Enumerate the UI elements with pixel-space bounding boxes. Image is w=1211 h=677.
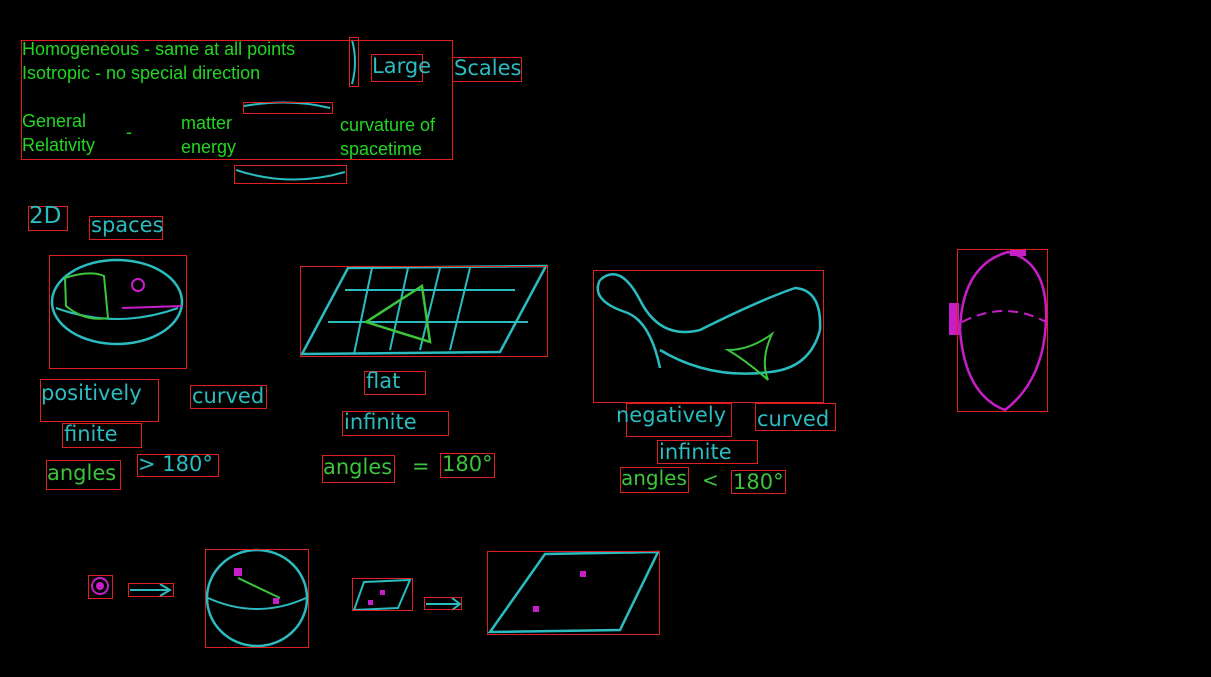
angles-label-3: angles <box>621 466 687 490</box>
curved-label-1: curved <box>192 384 265 408</box>
selection-box-sphere[interactable] <box>49 255 187 369</box>
selection-box-magenta[interactable] <box>957 249 1048 412</box>
flat-label: flat <box>366 369 401 393</box>
selection-box-bottom-arrow-2[interactable] <box>424 597 462 610</box>
angles-label-1: angles <box>47 461 117 485</box>
selection-box-plane[interactable] <box>300 266 548 357</box>
header-bracket-stroke <box>351 39 356 85</box>
negatively-label: negatively <box>616 403 727 427</box>
selection-box-lt180[interactable] <box>731 470 786 494</box>
selection-box-curved-2[interactable] <box>755 403 836 431</box>
selection-box-angles-1[interactable] <box>46 460 121 490</box>
magenta-ellipse-drawing <box>949 250 1048 412</box>
header-line-isotropic: Isotropic - no special direction <box>22 63 261 83</box>
selection-box-infinite-1[interactable] <box>342 411 449 436</box>
selection-box-bottom-large-plane[interactable] <box>487 551 660 635</box>
selection-box-gt180[interactable] <box>137 454 219 477</box>
selection-box-bracket[interactable] <box>349 37 359 87</box>
curved-label-2: curved <box>757 407 830 431</box>
selection-box-header[interactable] <box>21 40 453 160</box>
scales-label: Scales <box>454 56 522 80</box>
gr-energy: energy <box>181 137 237 157</box>
selection-box-positively[interactable] <box>40 379 159 422</box>
selection-box-bottom-sphere[interactable] <box>205 549 309 648</box>
gr-relativity: Relativity <box>22 135 96 155</box>
selection-box-angles-3[interactable] <box>620 467 689 493</box>
gr-matter: matter <box>181 113 233 133</box>
two-d-label: 2D <box>29 203 62 229</box>
selection-box-spaces[interactable] <box>89 216 163 240</box>
selection-box-2d[interactable] <box>28 206 68 231</box>
selection-box-infinite-2[interactable] <box>657 440 758 464</box>
selection-box-arrow-top[interactable] <box>243 102 333 114</box>
infinite-label-2: infinite <box>659 440 732 464</box>
gr-arrow-stroke-bottom <box>235 169 346 181</box>
selection-box-scales[interactable] <box>452 57 522 82</box>
header-line-homogeneous: Homogeneous - same at all points <box>22 39 296 59</box>
selection-box-bottom-arrow-1[interactable] <box>128 583 174 597</box>
selection-box-negatively[interactable] <box>626 403 732 437</box>
selection-box-bottom-dot[interactable] <box>88 575 113 599</box>
selection-box-large[interactable] <box>371 54 423 82</box>
bottom-small-plane <box>352 578 412 612</box>
sphere-drawing <box>50 258 184 346</box>
bottom-arrow-2 <box>426 597 462 611</box>
saddle-drawing <box>596 273 822 381</box>
gr-general: General <box>22 111 87 131</box>
selection-box-flat[interactable] <box>364 371 426 395</box>
bottom-dot-icon <box>91 577 109 595</box>
gr-curvature-of: curvature of <box>340 115 436 135</box>
selection-box-finite[interactable] <box>62 423 142 448</box>
selection-box-saddle[interactable] <box>593 270 824 403</box>
eq180-label: 180° <box>442 452 493 476</box>
selection-box-eq180[interactable] <box>440 453 495 478</box>
selection-box-curved-1[interactable] <box>190 385 267 409</box>
lt180-label: 180° <box>733 470 784 494</box>
spaces-label: spaces <box>91 213 164 237</box>
selection-box-arrow-bottom[interactable] <box>234 165 347 184</box>
large-label: Large <box>372 54 432 78</box>
bottom-arrow-1 <box>130 583 172 597</box>
bottom-sphere-drawing <box>205 548 309 648</box>
finite-label: finite <box>64 422 118 446</box>
selection-box-bottom-small-plane[interactable] <box>352 578 413 611</box>
gt180-label: > 180° <box>138 452 213 476</box>
gr-spacetime: spacetime <box>340 139 423 159</box>
angles-label-2: angles <box>323 455 393 479</box>
less-than-label: < <box>702 468 719 492</box>
positively-label: positively <box>41 381 142 405</box>
infinite-label-1: infinite <box>344 410 417 434</box>
gr-dash: - <box>126 122 132 142</box>
selection-box-angles-2[interactable] <box>322 455 395 483</box>
bottom-large-plane <box>487 550 661 634</box>
equals-label: = <box>412 454 430 478</box>
